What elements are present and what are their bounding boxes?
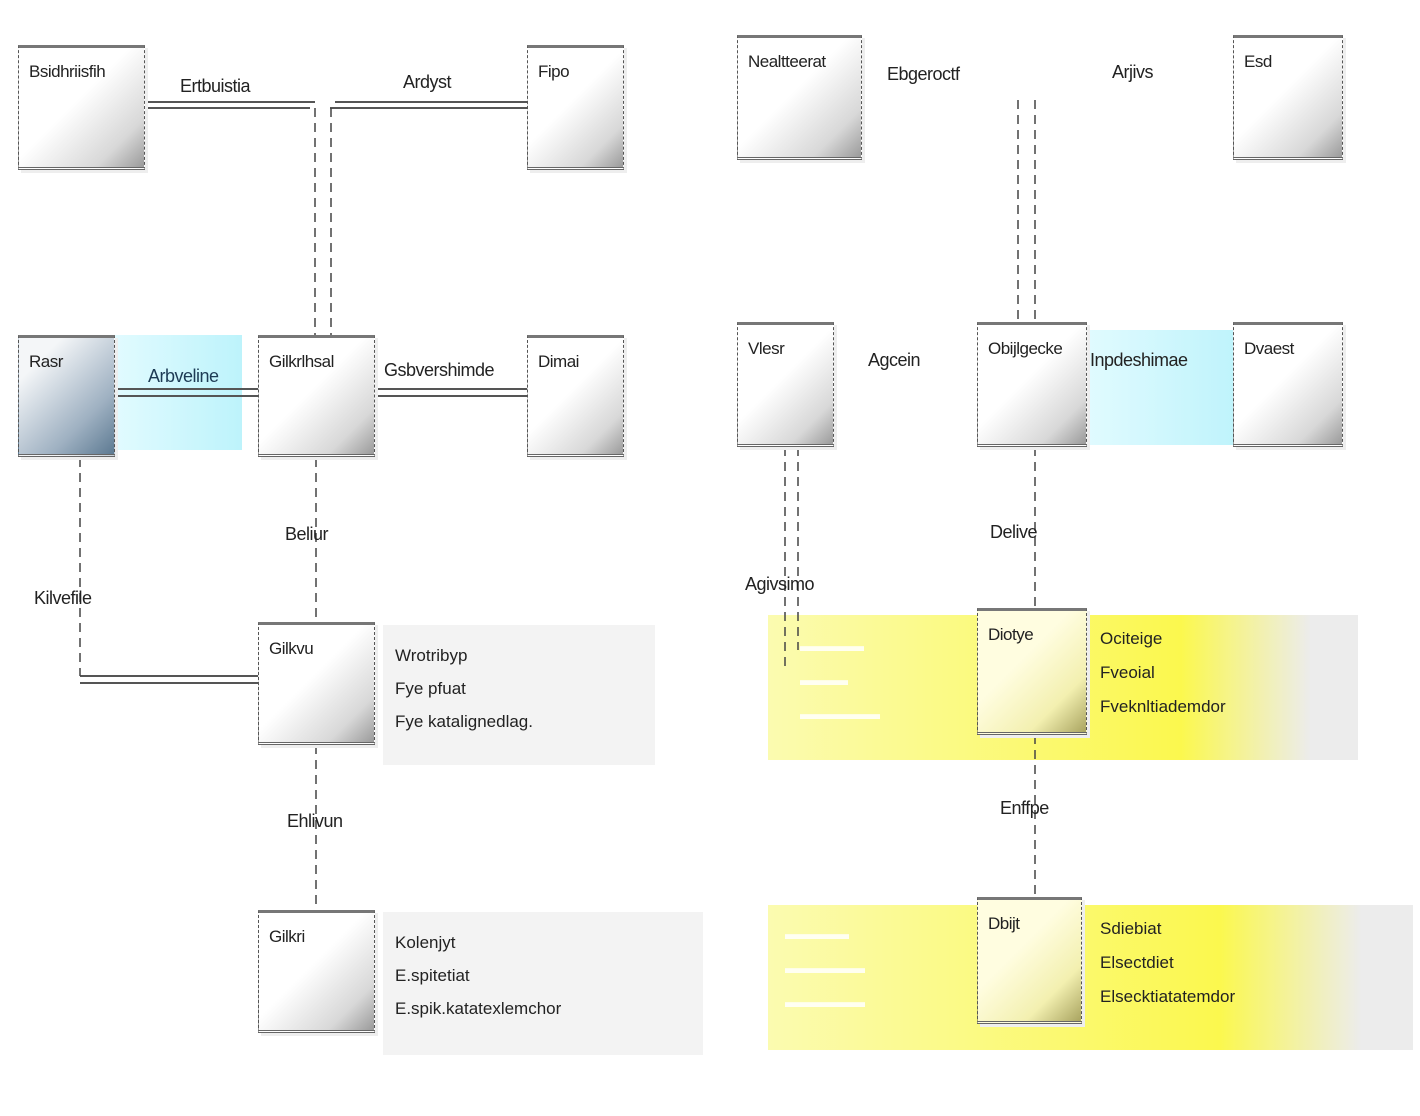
diagram-node[interactable]: Diotye — [977, 608, 1087, 735]
diagram-node[interactable]: Gilkvu — [258, 622, 375, 745]
connector-label: Ehlivun — [287, 811, 343, 831]
diagram-node[interactable]: Gilkrlhsal — [258, 335, 375, 457]
diagram-node[interactable]: Esd — [1233, 35, 1343, 160]
highlight-region — [1080, 330, 1245, 445]
connector-label: Enffpe — [1000, 798, 1049, 818]
diagram-node[interactable]: Dvaest — [1233, 322, 1343, 447]
note-line: E.spitetiat — [395, 966, 470, 985]
note-panel: Kolenjyt E.spitetiat E.spik.katatexlemch… — [383, 912, 703, 1055]
connector-label: Arbveline — [148, 366, 219, 386]
diagram-node[interactable]: Rasr — [18, 335, 115, 457]
highlight-region — [112, 335, 242, 450]
diagram-node[interactable]: Nealtteerat — [737, 35, 862, 160]
note-faint-text: ▬▬▬▬▬▬▬▬▬▬▬▬▬▬ — [785, 926, 865, 1011]
diagram-node[interactable]: Vlesr — [737, 322, 834, 447]
note-line: Sdiebiat — [1100, 919, 1162, 938]
diagram-node[interactable]: Gilkri — [258, 910, 375, 1033]
note-line: Ociteige — [1100, 629, 1163, 648]
connector-label: Agivsimo — [745, 574, 815, 594]
connector-label: Beliur — [285, 524, 329, 544]
diagram-node[interactable]: Bsidhriisfih — [18, 45, 145, 170]
connector-label: Gsbvershimde — [384, 360, 495, 380]
diagram-node[interactable]: Dimai — [527, 335, 624, 457]
note-line: E.spik.katatexlemchor — [395, 999, 562, 1018]
note-line: Fye katalignedlag. — [395, 712, 533, 731]
connector-label: Agcein — [868, 350, 921, 370]
yellow-note — [768, 905, 1413, 1050]
connector-label: Ertbuistia — [180, 76, 251, 96]
diagram-node[interactable]: Fipo — [527, 45, 624, 170]
connector-label: Ebgeroctf — [887, 64, 960, 84]
connector-label: Arjivs — [1112, 62, 1154, 82]
note-line: Wrotribyp — [395, 646, 468, 665]
note-panel: Ociteige Fveoial Fveknltiademdor — [1100, 622, 1226, 724]
note-panel: Wrotribyp Fye pfuat Fye katalignedlag. — [383, 625, 655, 765]
connector-label: Inpdeshimae — [1090, 350, 1188, 370]
note-faint-text: ▬▬▬▬▬▬▬▬▬▬▬▬ — [800, 638, 880, 723]
note-line: Fveoial — [1100, 663, 1155, 682]
note-line: Elsecktiatatemdor — [1100, 987, 1236, 1006]
connector-label: Delive — [990, 522, 1038, 542]
connector-label: Ardyst — [403, 72, 452, 92]
note-line: Fveknltiademdor — [1100, 697, 1226, 716]
note-line: Fye pfuat — [395, 679, 466, 698]
note-line: Elsectdiet — [1100, 953, 1174, 972]
note-line: Kolenjyt — [395, 933, 456, 952]
connector-label: Kilvefile — [34, 588, 92, 608]
diagram-node[interactable]: Obijlgecke — [977, 322, 1087, 447]
diagram-node[interactable]: Dbijt — [977, 897, 1082, 1024]
note-panel: Sdiebiat Elsectdiet Elsecktiatatemdor — [1100, 912, 1235, 1014]
